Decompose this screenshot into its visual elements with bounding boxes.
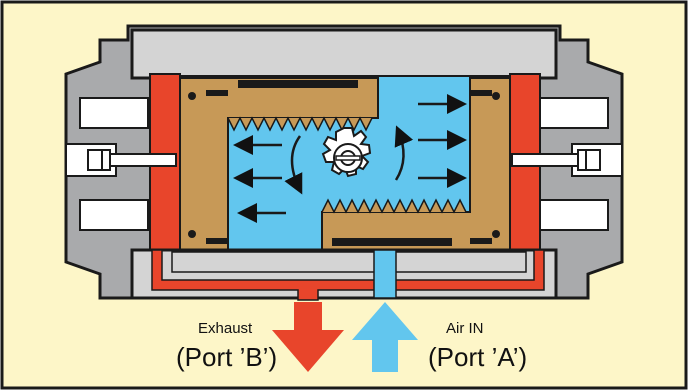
seal-dot (188, 230, 196, 238)
pinion-gear (321, 127, 372, 178)
left-piston-seal (238, 80, 358, 88)
air-in-label: Air IN (446, 320, 484, 337)
seal-bar (206, 238, 228, 244)
seal-dot (492, 92, 500, 100)
right-piston-seal (332, 238, 452, 246)
right-slot-bottom (539, 199, 609, 231)
top-cap (130, 28, 558, 80)
exhaust-arrow-icon (272, 302, 344, 372)
air-passage (373, 249, 397, 299)
seal-bar (206, 90, 228, 96)
rotation-arrow-left-icon (284, 135, 303, 195)
right-adjust-bolt (511, 143, 623, 177)
seal-dot (188, 92, 196, 100)
exhaust-port-label: (Port ’B’) (176, 342, 277, 372)
left-slot-top (79, 97, 149, 129)
bottom-channel (171, 251, 527, 273)
seal-bar (470, 238, 492, 244)
exhaust-passage (151, 249, 545, 301)
air-in-arrow-icon (352, 302, 418, 372)
exhaust-label: Exhaust (198, 320, 253, 337)
right-slot-top (539, 97, 609, 129)
right-rack-teeth (321, 198, 470, 214)
seal-dot (492, 230, 500, 238)
left-slot-bottom (79, 199, 149, 231)
air-port-label: (Port ’A’) (428, 342, 527, 372)
seal-bar (470, 90, 492, 96)
rotation-arrow-right-icon (394, 125, 414, 181)
left-adjust-bolt (65, 143, 177, 177)
